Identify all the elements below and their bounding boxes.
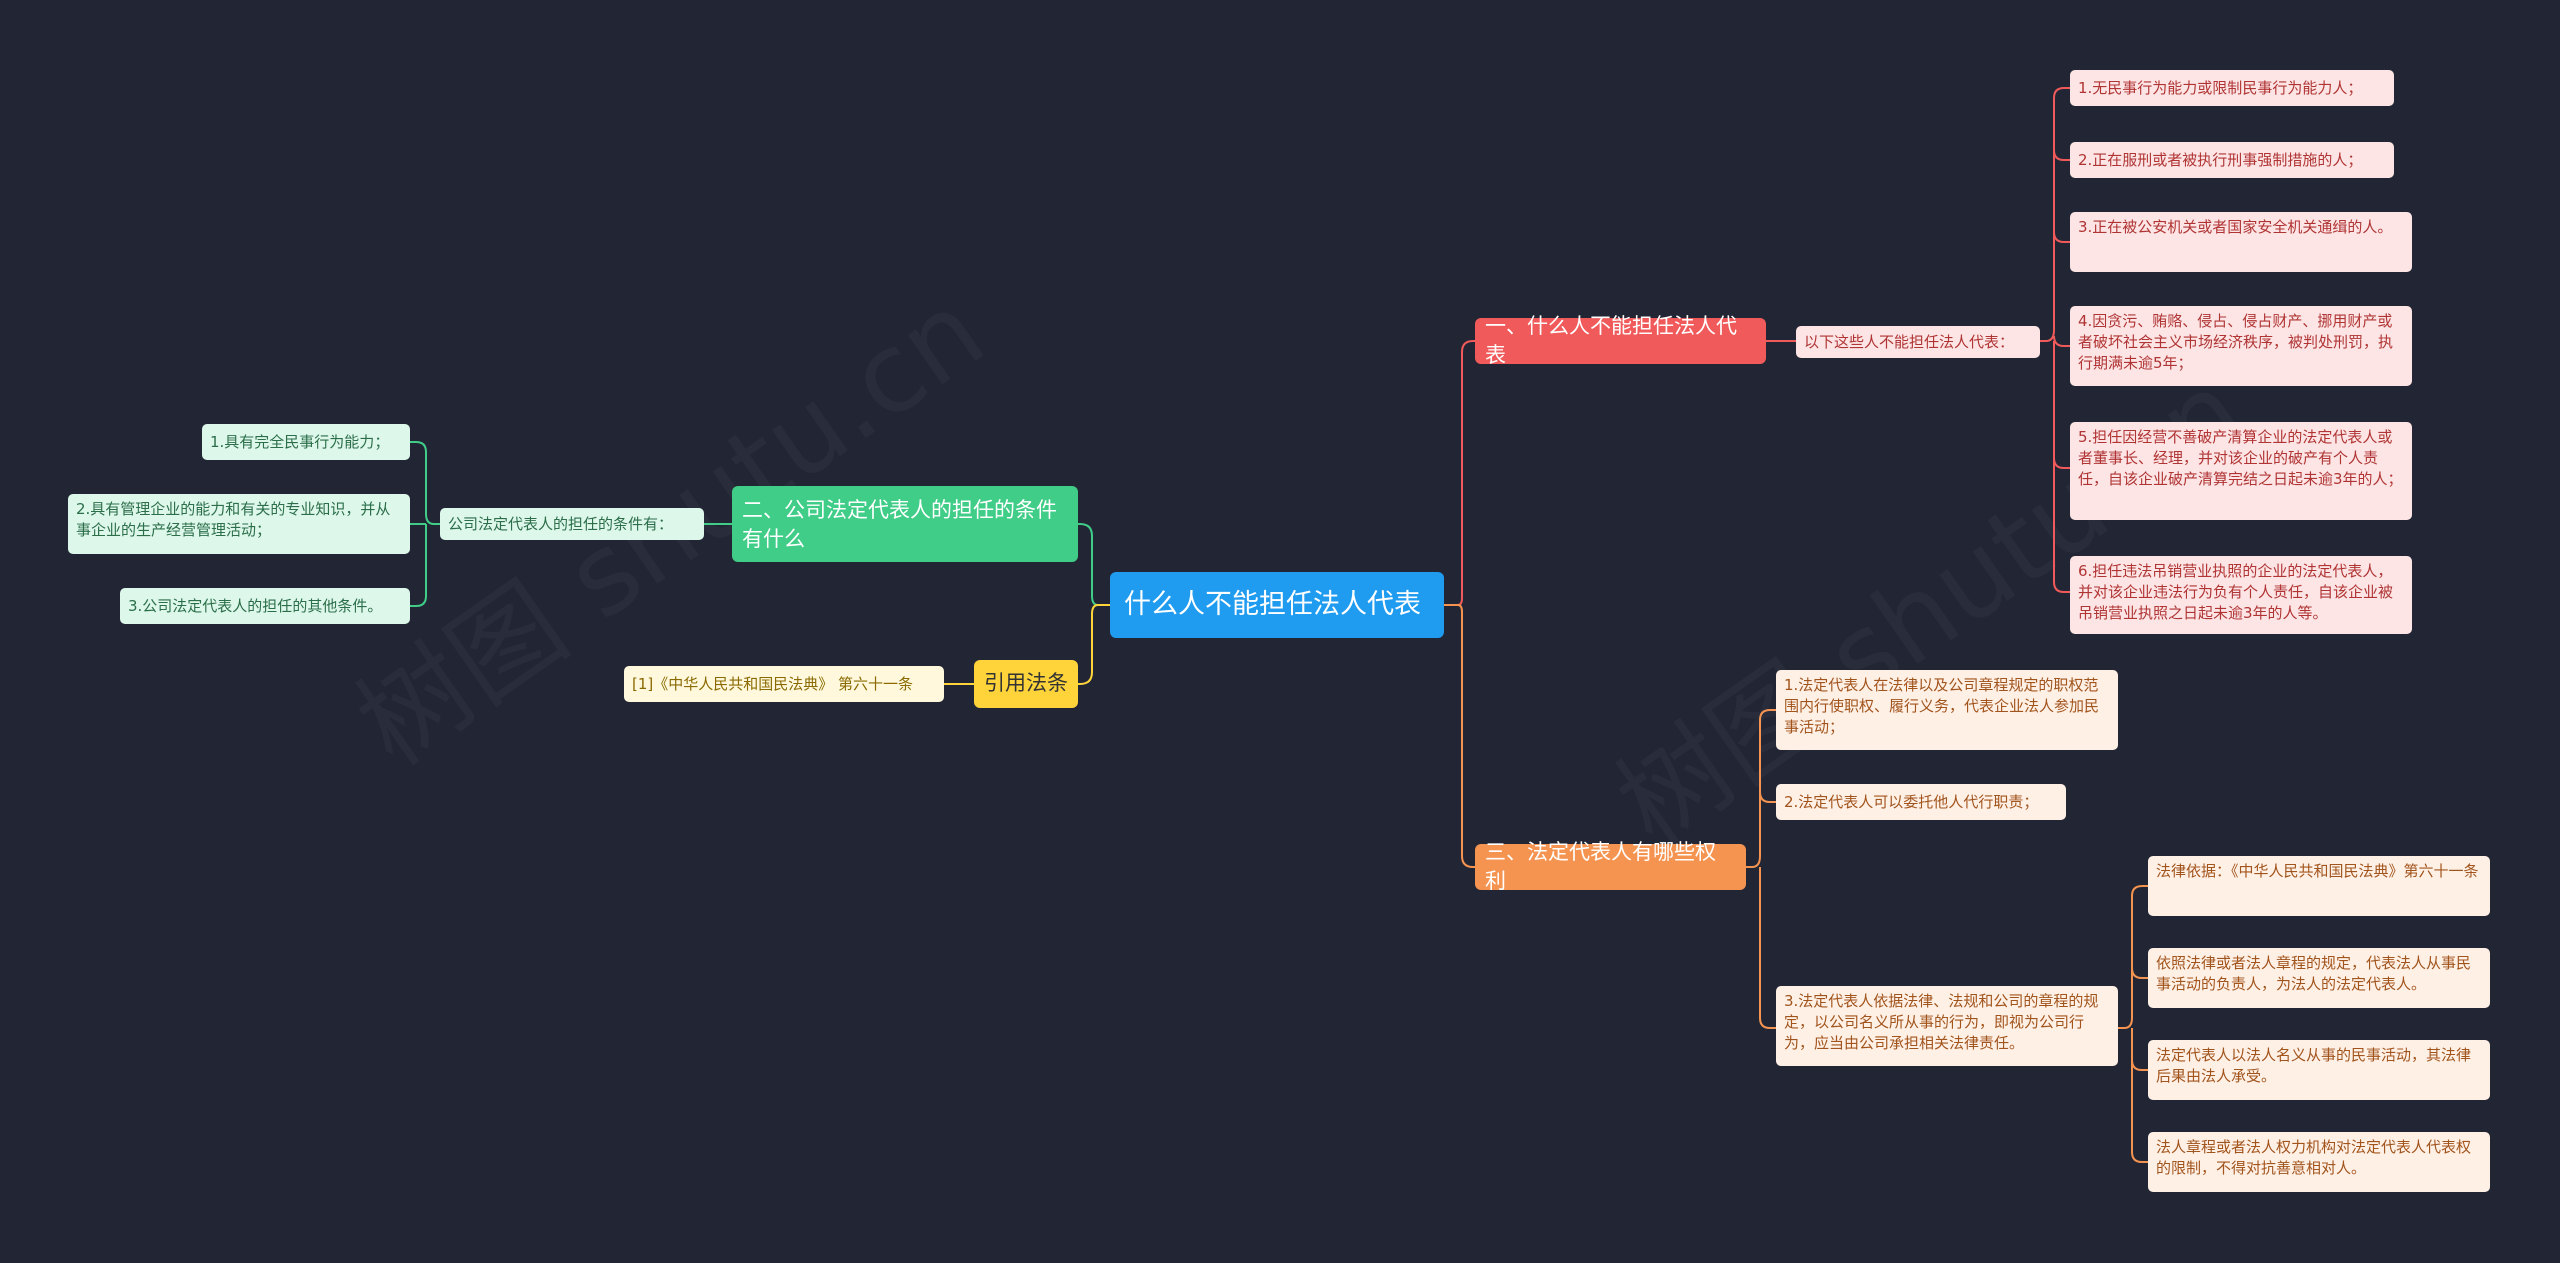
connector-branch2-items xyxy=(410,441,440,607)
branch1-item-3[interactable]: 3.正在被公安机关或者国家安全机关通缉的人。 xyxy=(2070,212,2412,272)
branch3-subitem-2[interactable]: 依照法律或者法人章程的规定，代表法人从事民事活动的负责人，为法人的法定代表人。 xyxy=(2148,948,2490,1008)
connector-root-branch4 xyxy=(1078,604,1110,685)
branch1-item-1[interactable]: 1.无民事行为能力或限制民事行为能力人； xyxy=(2070,70,2394,106)
branch-representative-rights[interactable]: 三、法定代表人有哪些权利 xyxy=(1475,840,1746,893)
branch3-subitem-1[interactable]: 法律依据：《中华人民共和国民法典》第六十一条 xyxy=(2148,856,2490,916)
branch3-subitem-4[interactable]: 法人章程或者法人权力机构对法定代表人代表权的限制，不得对抗善意相对人。 xyxy=(2148,1132,2490,1192)
branch1-item-2[interactable]: 2.正在服刑或者被执行刑事强制措施的人； xyxy=(2070,142,2394,178)
branch2-item-1[interactable]: 1.具有完全民事行为能力； xyxy=(202,424,410,460)
branch2-item-3[interactable]: 3.公司法定代表人的担任的其他条件。 xyxy=(120,588,410,624)
branch3-item-1[interactable]: 1.法定代表人在法律以及公司章程规定的职权范围内行使职权、履行义务，代表企业法人… xyxy=(1776,670,2118,750)
branch-who-cannot-serve[interactable]: 一、什么人不能担任法人代表 xyxy=(1475,314,1766,367)
branch1-item-5[interactable]: 5.担任因经营不善破产清算企业的法定代表人或者董事长、经理，并对该企业的破产有个… xyxy=(2070,422,2412,520)
branch-cited-law[interactable]: 引用法条 xyxy=(974,660,1078,708)
connector-root-branch3 xyxy=(1444,604,1475,868)
branch-qualification-conditions[interactable]: 二、公司法定代表人的担任的条件有什么 xyxy=(732,486,1078,562)
connector-root-branch1 xyxy=(1444,340,1475,606)
cited-law-item-1[interactable]: [1]《中华人民共和国民法典》 第六十一条 xyxy=(624,666,944,702)
connector-branch3-items xyxy=(1746,709,1776,1029)
branch2-subtopic[interactable]: 公司法定代表人的担任的条件有： xyxy=(440,508,704,540)
branch3-item-3[interactable]: 3.法定代表人依据法律、法规和公司的章程的规定，以公司名义所从事的行为，即视为公… xyxy=(1776,986,2118,1066)
connector-root-branch2 xyxy=(1078,523,1110,606)
branch1-item-6[interactable]: 6.担任违法吊销营业执照的企业的法定代表人，并对该企业违法行为负有个人责任，自该… xyxy=(2070,556,2412,634)
connector-branch3-subitems xyxy=(2118,885,2148,1163)
branch1-subtopic[interactable]: 以下这些人不能担任法人代表： xyxy=(1796,326,2040,358)
root-topic[interactable]: 什么人不能担任法人代表 xyxy=(1110,572,1444,638)
branch3-subitem-3[interactable]: 法定代表人以法人名义从事的民事活动，其法律后果由法人承受。 xyxy=(2148,1040,2490,1100)
branch3-item-2[interactable]: 2.法定代表人可以委托他人代行职责； xyxy=(1776,784,2066,820)
branch2-item-2[interactable]: 2.具有管理企业的能力和有关的专业知识，并从事企业的生产经营管理活动； xyxy=(68,494,410,554)
branch1-item-4[interactable]: 4.因贪污、贿赂、侵占、侵占财产、挪用财产或者破坏社会主义市场经济秩序，被判处刑… xyxy=(2070,306,2412,386)
connector-branch1-items xyxy=(2040,87,2070,593)
